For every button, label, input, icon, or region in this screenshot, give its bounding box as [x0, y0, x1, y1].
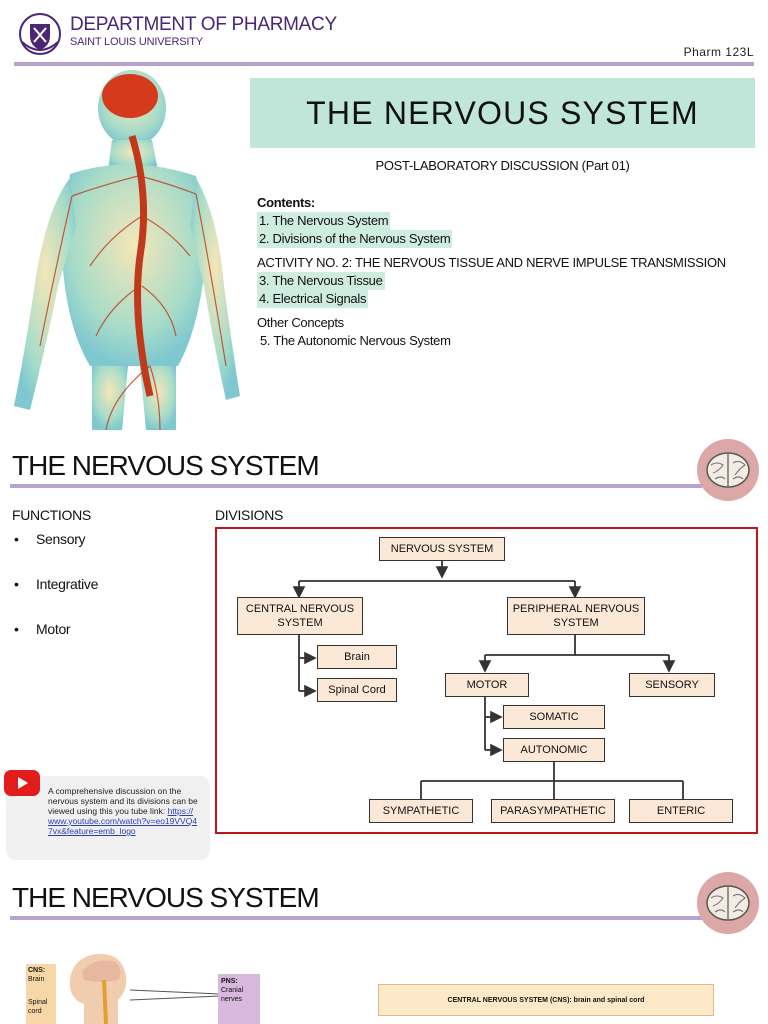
page-header: DEPARTMENT OF PHARMACY SAINT LOUIS UNIVE…	[0, 0, 768, 70]
contents-item: 4. Electrical Signals	[257, 290, 369, 308]
pns-label: PNS:	[221, 978, 238, 985]
node-enteric: ENTERIC	[629, 799, 733, 823]
title-banner: THE NERVOUS SYSTEM	[250, 78, 755, 148]
university-seal-icon	[19, 13, 61, 55]
page-title: THE NERVOUS SYSTEM	[306, 94, 699, 131]
brain-icon	[706, 452, 750, 488]
cns-brain-label: Brain	[28, 976, 45, 983]
divisions-diagram: NERVOUS SYSTEM CENTRAL NERVOUS SYSTEM PE…	[215, 527, 758, 834]
page-subtitle: POST-LABORATORY DISCUSSION (Part 01)	[375, 158, 630, 173]
node-sympathetic: SYMPATHETIC	[369, 799, 473, 823]
node-motor: MOTOR	[445, 673, 529, 697]
video-note-text: A comprehensive discussion on the nervou…	[48, 786, 198, 816]
brain-icon	[706, 885, 750, 921]
diagram-connectors	[292, 561, 684, 799]
functions-heading: FUNCTIONS	[12, 507, 91, 523]
section-divider	[10, 484, 702, 488]
cns-spinal-label: Spinal cord	[28, 999, 48, 1015]
node-spinal-cord: Spinal Cord	[317, 678, 397, 702]
function-item: •Motor	[14, 621, 71, 637]
cns-label: CNS:	[28, 967, 46, 974]
node-autonomic: AUTONOMIC	[503, 738, 605, 762]
cranial-nerve-lines	[130, 989, 220, 1001]
contents-list: Contents: 1. The Nervous System 2. Divis…	[257, 194, 726, 350]
contents-item: 5. The Autonomic Nervous System	[260, 333, 451, 348]
section-title: THE NERVOUS SYSTEM	[12, 450, 320, 481]
video-note: A comprehensive discussion on the nervou…	[48, 786, 198, 836]
divisions-heading: DIVISIONS	[215, 507, 284, 523]
pns-cranial-label: Cranial nerves	[221, 987, 244, 1003]
video-note-card	[6, 776, 210, 860]
section-divider	[10, 916, 702, 920]
header-divider	[14, 62, 754, 66]
function-item: •Sensory	[14, 531, 86, 547]
video-link[interactable]: https://www.youtube.com/watch?v=eo19VVQ4…	[48, 806, 198, 836]
department-name: DEPARTMENT OF PHARMACY	[70, 14, 337, 35]
youtube-icon[interactable]	[4, 770, 40, 796]
node-nervous-system: NERVOUS SYSTEM	[379, 537, 505, 561]
function-item: •Integrative	[14, 576, 99, 592]
course-code: Pharm 123L	[683, 45, 754, 59]
brain-badge	[697, 439, 759, 501]
node-brain: Brain	[317, 645, 397, 669]
node-parasympathetic: PARASYMPATHETIC	[491, 799, 615, 823]
nervous-system-body-illustration	[14, 70, 240, 430]
cns-summary-bar: CENTRAL NERVOUS SYSTEM (CNS): brain and …	[378, 984, 714, 1016]
contents-label: Contents:	[257, 195, 315, 210]
contents-item: 3. The Nervous Tissue	[257, 272, 385, 290]
node-somatic: SOMATIC	[503, 705, 605, 729]
section-title: THE NERVOUS SYSTEM	[12, 882, 320, 913]
cns-label-block: CNS: Brain Spinal cord	[26, 964, 56, 1024]
contents-item: 2. Divisions of the Nervous System	[257, 230, 453, 248]
pns-label-block: PNS: Cranial nerves	[218, 974, 260, 1024]
brain-badge	[697, 872, 759, 934]
other-concepts-label: Other Concepts	[257, 315, 344, 330]
node-central-nervous-system: CENTRAL NERVOUS SYSTEM	[237, 597, 363, 635]
activity-label: ACTIVITY NO. 2: THE NERVOUS TISSUE AND N…	[257, 255, 726, 270]
node-sensory: SENSORY	[629, 673, 715, 697]
head-anatomy-illustration	[69, 953, 127, 1024]
contents-item: 1. The Nervous System	[257, 212, 391, 230]
node-peripheral-nervous-system: PERIPHERAL NERVOUS SYSTEM	[507, 597, 645, 635]
university-name: SAINT LOUIS UNIVERSITY	[70, 36, 203, 48]
